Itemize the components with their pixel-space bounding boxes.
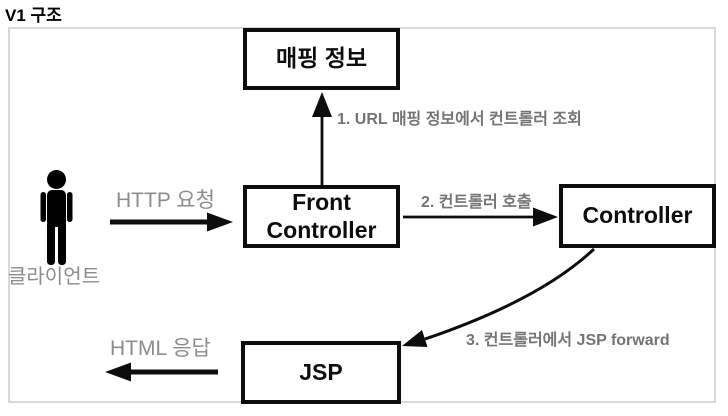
client-label: 클라이언트	[8, 266, 100, 288]
jsp-label: JSP	[299, 358, 343, 385]
jsp-box: JSP	[241, 341, 401, 404]
page-title: V1 구조	[5, 6, 62, 25]
http-request-label: HTTP 요청	[116, 189, 215, 212]
mapping-info-box: 매핑 정보	[243, 28, 400, 90]
mapping-info-label: 매핑 정보	[275, 45, 368, 72]
step3-forward-arrow	[402, 247, 596, 347]
step1-label: 1. URL 매핑 정보에서 컨트롤러 조회	[337, 111, 582, 128]
front-controller-label: Front Controller	[266, 189, 377, 243]
html-response-label: HTML 응답	[110, 337, 211, 360]
client-person-icon	[40, 170, 73, 265]
step2-call-arrow	[403, 207, 558, 227]
controller-box: Controller	[559, 184, 716, 248]
html-response-arrow	[105, 362, 218, 382]
front-controller-box: Front Controller	[243, 185, 400, 248]
step1-lookup-arrow	[312, 92, 332, 186]
http-request-arrow	[110, 212, 233, 232]
controller-label: Controller	[582, 202, 693, 229]
step2-label: 2. 컨트롤러 호출	[421, 194, 532, 211]
step3-label: 3. 컨트롤러에서 JSP forward	[466, 332, 670, 349]
